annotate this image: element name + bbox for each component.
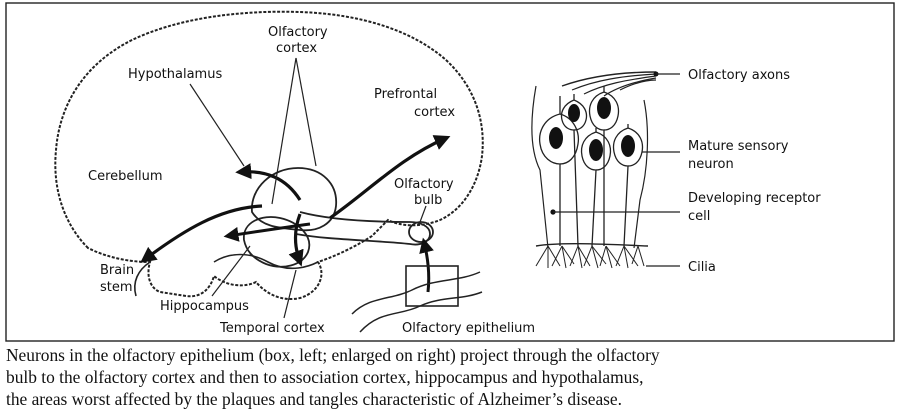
brain-outline [55, 12, 482, 299]
caption-line-2: bulb to the olfactory cortex and then to… [6, 366, 896, 388]
leader-hypothalamus [190, 84, 244, 166]
label-olfactory-bulb-2: bulb [414, 193, 442, 208]
label-cerebellum: Cerebellum [88, 169, 163, 184]
epithelium-box [406, 266, 458, 306]
label-brain-stem-1: Brain [100, 263, 134, 278]
label-brain-stem-2: stem [100, 280, 133, 295]
label-hypothalamus: Hypothalamus [128, 67, 222, 82]
caption-line-3: the areas worst affected by the plaques … [6, 388, 896, 410]
label-developing-cell-1: Developing receptor [688, 191, 821, 206]
label-olfactory-cortex-2: cortex [276, 41, 317, 56]
label-prefrontal-2: cortex [414, 105, 455, 120]
leader-olfactory-bulb [420, 206, 426, 222]
label-olfactory-epithelium: Olfactory epithelium [402, 321, 535, 336]
label-temporal-cortex: Temporal cortex [219, 321, 325, 336]
figure-caption: Neurons in the olfactory epithelium (box… [6, 344, 896, 410]
label-mature-neuron-1: Mature sensory [688, 139, 789, 154]
label-mature-neuron-2: neuron [688, 157, 734, 172]
label-olfactory-axons: Olfactory axons [688, 68, 790, 83]
epithelium-closeup: Olfactory axons Mature sensory neuron De… [532, 68, 821, 275]
cilia [536, 246, 644, 268]
arrow-to-hippocampus [296, 214, 301, 262]
olfactory-cortex-structure [252, 168, 336, 230]
temporal-lobe-outline [214, 255, 318, 269]
label-olfactory-bulb-1: Olfactory [394, 177, 454, 192]
caption-line-1: Neurons in the olfactory epithelium (box… [6, 344, 896, 366]
label-hippocampus: Hippocampus [160, 299, 249, 314]
arrow-to-hypothalamus [240, 172, 300, 200]
label-cilia: Cilia [688, 260, 716, 275]
brain-stem-outline [135, 262, 150, 296]
leader-temporal-cortex [284, 270, 296, 318]
leader-olfactory-cortex-b [296, 58, 316, 166]
label-prefrontal-1: Prefrontal [374, 87, 437, 102]
leader-hippocampus [212, 246, 250, 296]
sensory-neuron-1 [540, 96, 560, 246]
label-developing-cell-2: cell [688, 209, 710, 224]
label-olfactory-cortex-1: Olfactory [268, 25, 328, 40]
brain-diagram: Hypothalamus Olfactory cortex Prefrontal… [55, 12, 535, 336]
